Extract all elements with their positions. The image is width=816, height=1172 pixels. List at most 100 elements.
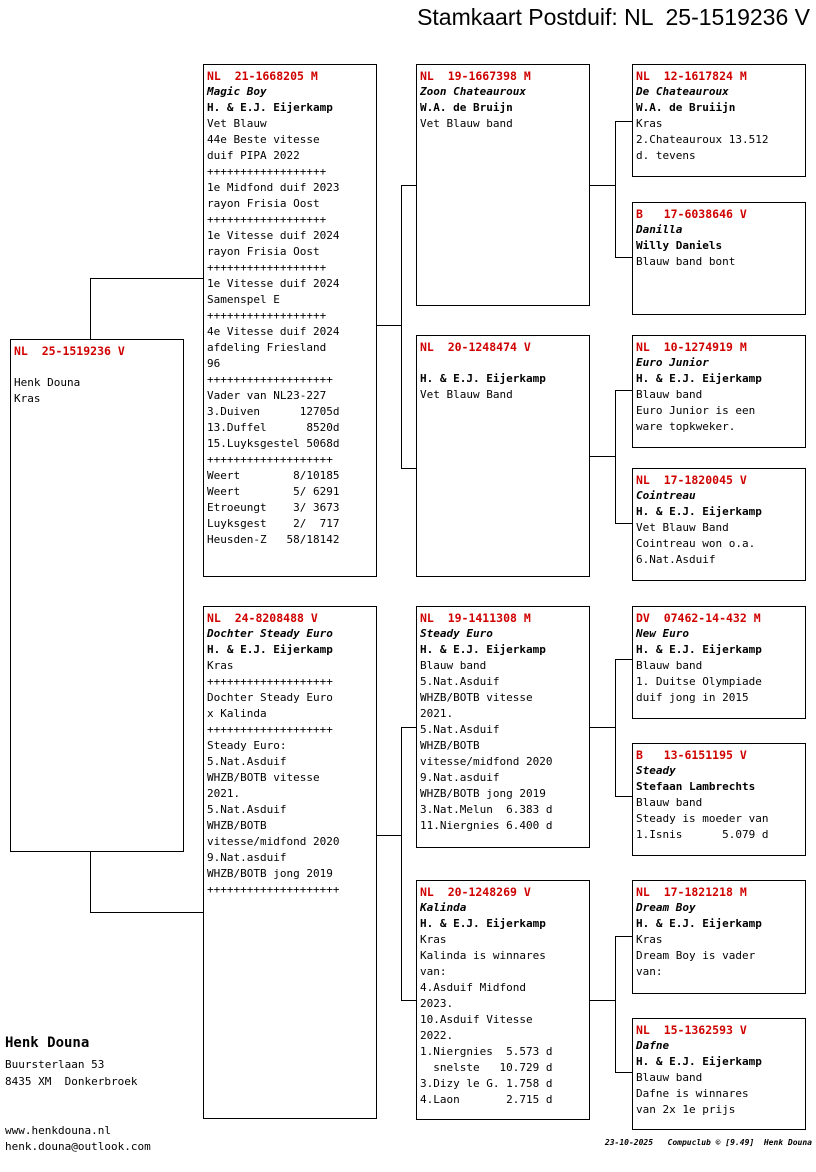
info-line: rayon Frisia Oost [207,245,320,258]
empty-line [420,355,586,371]
pigeon-name: Kalinda [420,901,467,914]
pigeon-name: Dafne [636,1039,670,1052]
dam-dam-card[interactable]: NL 20-1248269 V Kalinda H. & E.J. Eijerkam… [416,880,590,1120]
connector [615,121,633,122]
info-line: 1. Duitse Olympiade [636,675,762,688]
info-line: WHZB/BOTB vitesse [420,691,533,704]
pigeon-name: Euro Junior [636,356,709,369]
info-line: 1.Niergnies 5.573 d [420,1045,553,1058]
connector [589,727,616,728]
info-line: Weert 5/ 6291 [207,485,340,498]
info-line: Blauw band [636,388,703,401]
connector [401,727,417,728]
info-line: 3.Dizy le G. 1.758 d [420,1077,553,1090]
info-line: Henk Douna [14,376,81,389]
connector [376,325,402,326]
info-line: Samenspel E [207,293,280,306]
info-line: WHZB/BOTB [420,739,480,752]
info-line: Blauw band [420,659,487,672]
info-line: Kalinda is winnares [420,949,546,962]
info-line: Kras [14,392,41,405]
info-line: Etroeungt 3/ 3673 [207,501,340,514]
info-line: afdeling Friesland [207,341,327,354]
pigeon-name: Magic Boy [207,85,267,98]
ring-number: NL 20-1248474 V [420,340,531,354]
info-line: rayon Frisia Oost [207,197,320,210]
info-line: x Kalinda [207,707,267,720]
info-line: Kras [636,117,663,130]
info-line: +++++++++++++++++++ [207,675,333,688]
print-stamp: 23-10-2025 Compuclub © [9.49] Henk Douna [604,1138,812,1147]
info-line: 3.Duiven 12705d [207,405,340,418]
pigeon-name: Dochter Steady Euro [207,627,333,640]
pigeon-name: Steady Euro [420,627,493,640]
info-line: Luyksgest 2/ 717 [207,517,340,530]
connector [615,390,616,524]
info-line: +++++++++++++++++++ [207,723,333,736]
info-line: ++++++++++++++++++ [207,309,327,322]
info-line: Dafne is winnares [636,1087,749,1100]
connector [401,727,402,1001]
info-line: WHZB/BOTB vitesse [207,771,320,784]
breeder-website-link[interactable]: www.henkdouna.nl [5,1124,111,1137]
connector [615,659,616,797]
connector [90,278,91,340]
info-line: Vet Blauw band [420,117,513,130]
connector [615,659,633,660]
info-line: 1e Vitesse duif 2024 [207,277,340,290]
owner-name: H. & E.J. Eijerkamp [636,1055,762,1068]
info-line: 10.Asduif Vitesse [420,1013,533,1026]
connector [615,390,633,391]
info-line: 11.Niergnies 6.400 d [420,819,553,832]
info-line: ware topkweker. [636,420,736,433]
owner-name: H. & E.J. Eijerkamp [420,917,546,930]
info-line: Kras [420,933,447,946]
owner-name: H. & E.J. Eijerkamp [207,101,333,114]
connector [615,936,633,937]
ring-number: NL 20-1248269 V [420,885,531,899]
info-line: Kras [207,659,234,672]
owner-name: H. & E.J. Eijerkamp [207,643,333,656]
info-line: 4.Laon 2.715 d [420,1093,553,1106]
info-line: duif PIPA 2022 [207,149,300,162]
info-line: Blauw band [636,1071,703,1084]
connector [615,796,633,797]
pigeon-name: De Chateauroux [636,85,729,98]
connector [90,278,204,279]
ring-number: NL 21-1668205 M [207,69,318,83]
connector [615,1072,633,1073]
info-line: Kras [636,933,663,946]
info-line: 96 [207,357,221,370]
info-line: 4.Asduif Midfond [420,981,526,994]
info-line: ++++++++++++++++++ [207,261,327,274]
info-line: duif jong in 2015 [636,691,749,704]
sire-card[interactable]: NL 21-1668205 M Magic Boy H. & E.J. Eijerk… [203,64,377,577]
owner-name: H. & E.J. Eijerkamp [636,643,762,656]
connector [615,121,616,258]
info-line: 5.Nat.Asduif [207,803,287,816]
info-line: 5.Nat.Asduif [420,723,500,736]
connector [589,1000,616,1001]
breeder-email-link[interactable]: henk.douna@outlook.com [5,1140,151,1153]
info-line: Steady is moeder van [636,812,769,825]
pigeon-name: New Euro [636,627,689,640]
info-line: 2022. [420,1029,454,1042]
info-line: 1.Isnis 5.079 d [636,828,769,841]
pigeon-name: Dream Boy [636,901,696,914]
info-line: 5.Nat.Asduif [420,675,500,688]
info-line: ++++++++++++++++++ [207,213,327,226]
info-line: 1e Vitesse duif 2024 [207,229,340,242]
